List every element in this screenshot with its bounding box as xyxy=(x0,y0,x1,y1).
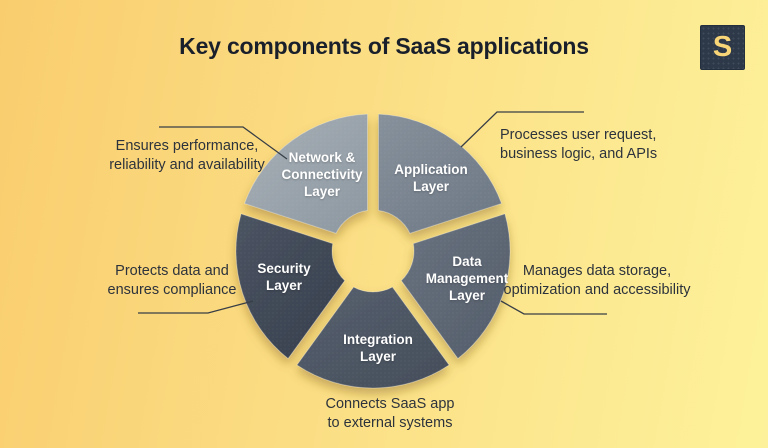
callout-network: Ensures performance, reliability and ava… xyxy=(109,138,265,173)
segment-texture-security xyxy=(236,213,345,359)
data-connector-line xyxy=(500,300,607,315)
segment-label-data-management: Data Management Layer xyxy=(425,254,509,303)
network-connector-line xyxy=(159,126,288,160)
callout-connectors xyxy=(138,111,607,315)
application-connector-line xyxy=(460,111,584,148)
callout-application: Processes user request, business logic, … xyxy=(500,127,658,162)
segment-texture-application xyxy=(378,114,502,234)
callout-integration: Connects SaaS app to external systems xyxy=(325,396,455,431)
segment-texture-data-management xyxy=(401,213,510,359)
security-connector-line xyxy=(138,300,254,314)
donut-segment-textures xyxy=(236,114,510,388)
logo-letter: S xyxy=(712,31,733,63)
callout-data: Manages data storage, optimization and a… xyxy=(503,263,691,298)
segment-label-security: Security Layer xyxy=(257,261,311,293)
callout-security: Protects data and ensures compliance xyxy=(107,263,237,298)
page-title: Key components of SaaS applications xyxy=(179,33,589,59)
segment-label-integration: Integration Layer xyxy=(343,332,413,364)
brand-logo: S xyxy=(700,25,745,70)
segment-texture-network-connectivity xyxy=(244,114,368,234)
segment-texture-integration xyxy=(296,287,450,388)
segment-label-application: Application Layer xyxy=(394,162,468,194)
segment-label-network-connectivity: Network & Connectivity Layer xyxy=(281,150,363,199)
